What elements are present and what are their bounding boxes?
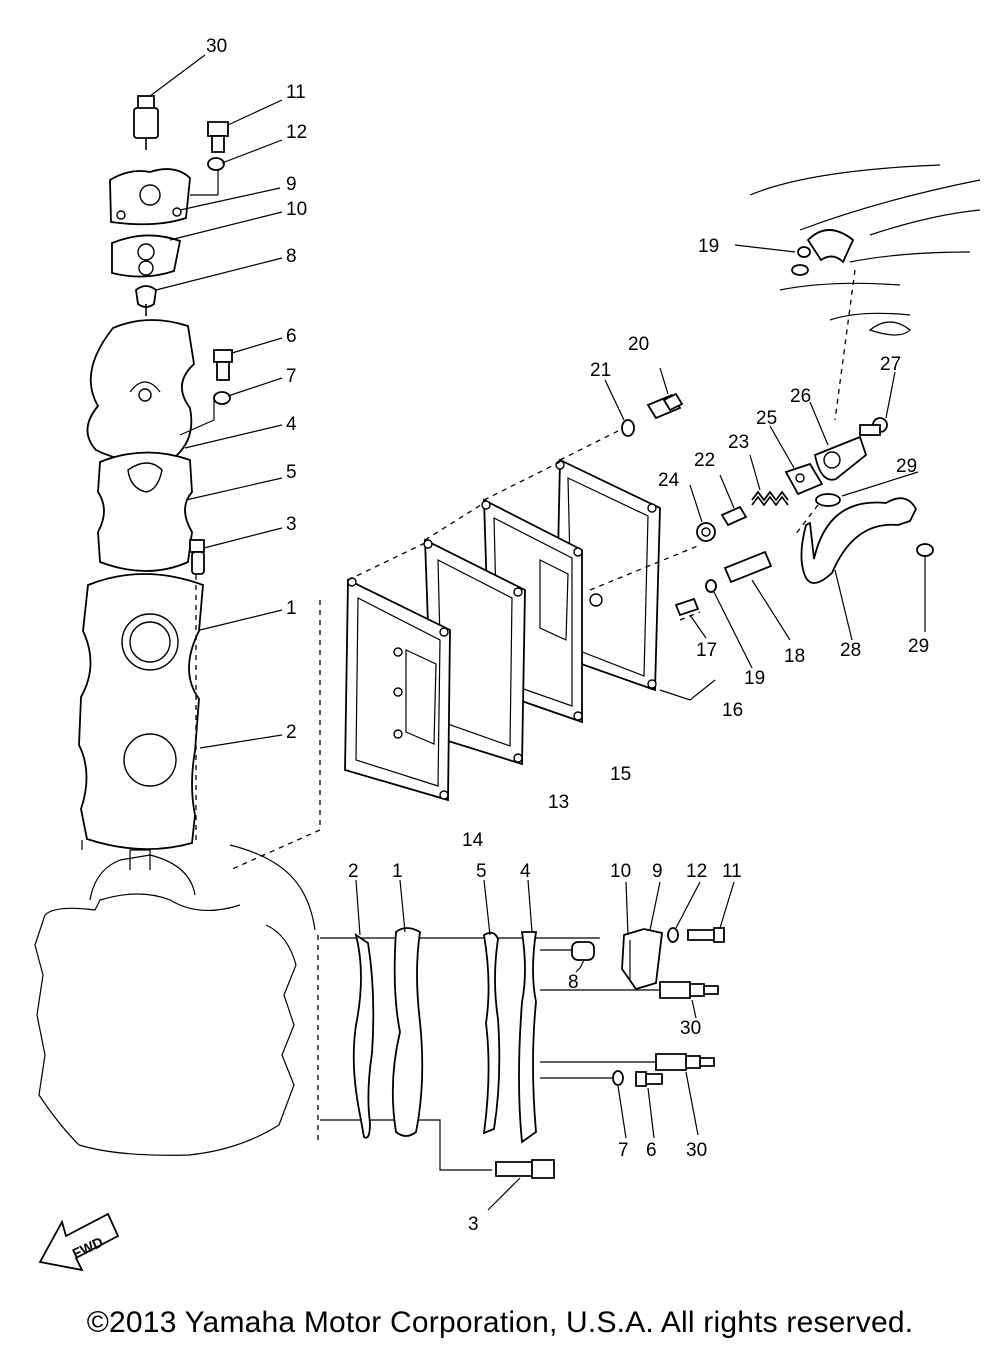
- callout-1-top: 1: [286, 598, 297, 619]
- pipe-18: [723, 550, 791, 641]
- valve-22: [719, 474, 748, 527]
- bolt-11-12-side: [667, 927, 725, 943]
- callout-14: 14: [462, 830, 484, 851]
- bolt-27: [859, 371, 896, 436]
- head-4-side: [518, 931, 538, 1144]
- gasket-10: [111, 211, 283, 278]
- callout-28: 28: [840, 640, 861, 661]
- callout-16: 16: [722, 700, 743, 721]
- callout-6-top: 6: [286, 326, 297, 347]
- callout-10-top: 10: [286, 199, 307, 220]
- callout-4-lower: 4: [520, 861, 531, 882]
- anode-8: [135, 257, 283, 316]
- washer-21: [604, 379, 635, 437]
- fwd-arrow-icon: FWD: [38, 1212, 120, 1272]
- callout-7-lower: 7: [618, 1140, 629, 1161]
- gasket-14: [344, 577, 451, 802]
- callout-20: 20: [628, 334, 649, 355]
- callout-11-top: 11: [286, 82, 306, 103]
- block-1-side: [391, 927, 424, 1137]
- callout-29-upper: 29: [896, 456, 917, 477]
- callout-4-top: 4: [286, 414, 297, 435]
- cover-9: [109, 168, 281, 226]
- callout-22: 22: [694, 450, 715, 471]
- callout-19-lower: 19: [744, 668, 765, 689]
- cylinder-block-1: [78, 573, 283, 851]
- seal-24: [689, 484, 716, 542]
- oring-19-lower: [705, 579, 753, 669]
- plug-30-side-a: [540, 981, 719, 999]
- callout-30-top: 30: [206, 36, 227, 57]
- callout-12-top: 12: [286, 122, 307, 143]
- callout-17: 17: [696, 640, 717, 661]
- callout-30-lower-b: 30: [686, 1140, 707, 1161]
- callout-8-top: 8: [286, 246, 297, 267]
- callout-26: 26: [790, 386, 811, 407]
- cylinder-head-4: [86, 319, 283, 462]
- washer-7-top: [179, 377, 283, 436]
- callout-12-lower: 12: [686, 861, 707, 882]
- callout-3-top: 3: [286, 514, 297, 535]
- spark-plug-top: [133, 54, 206, 150]
- callout-30-lower-a: 30: [680, 1018, 701, 1039]
- gasket-5-side: [482, 931, 501, 1135]
- callout-21: 21: [590, 360, 611, 381]
- lower-leader-lines: [355, 879, 735, 1139]
- callout-29-lower: 29: [908, 636, 929, 657]
- bolt-11-top: [207, 99, 283, 153]
- cover-9-10-side: [621, 928, 663, 991]
- callout-13: 13: [548, 792, 569, 813]
- clamp-29-lower: [916, 543, 934, 632]
- elbow-26: [809, 401, 868, 481]
- callout-5-top: 5: [286, 462, 297, 483]
- hose-19-top: [734, 229, 856, 421]
- callout-23: 23: [728, 432, 749, 453]
- callout-2-lower: 2: [348, 861, 359, 882]
- callout-10-lower: 10: [610, 861, 631, 882]
- thermo-3-top: [189, 527, 283, 575]
- callout-7-top: 7: [286, 366, 297, 387]
- bolt-6-top: [213, 337, 283, 381]
- bolt-20: [646, 367, 684, 420]
- callout-3-lower: 3: [468, 1214, 479, 1235]
- pin-17: [674, 597, 707, 639]
- callout-9-lower: 9: [652, 861, 663, 882]
- gasket-2-side: [352, 932, 375, 1139]
- callout-15: 15: [610, 764, 631, 785]
- anode-8-side: [540, 941, 595, 969]
- gasket-5: [97, 451, 283, 572]
- callout-5-lower: 5: [476, 861, 487, 882]
- hose-28: [800, 497, 918, 641]
- spring-23: [749, 454, 789, 507]
- callout-11-lower: 11: [722, 861, 742, 882]
- callout-1-lower: 1: [392, 861, 403, 882]
- callout-2-top: 2: [286, 722, 297, 743]
- callout-27: 27: [880, 354, 901, 375]
- engine-block-outline: [34, 840, 316, 1156]
- callout-6-lower: 6: [646, 1140, 657, 1161]
- callout-8-lower: 8: [568, 972, 579, 993]
- callout-labels: 30 11 12 9 10 8 6 7 4 5 3 1 2 19 20 21 2…: [206, 36, 929, 1235]
- callout-9-top: 9: [286, 174, 297, 195]
- callout-19-top: 19: [698, 236, 719, 257]
- gasket-25: [769, 425, 824, 496]
- hull-outline: [749, 164, 981, 336]
- exploded-parts-diagram: FWD 30 11 12 9 10 8 6 7 4 5 3 1 2 19 20 …: [34, 36, 981, 1272]
- thermo-3-side: [487, 1159, 555, 1211]
- callout-18: 18: [784, 646, 805, 667]
- plug-30-side-b: [540, 1053, 715, 1071]
- washer-12-top: [207, 139, 283, 171]
- copyright-notice: ©2013 Yamaha Motor Corporation, U.S.A. A…: [86, 1306, 914, 1339]
- clamp-29-upper: [794, 471, 919, 536]
- callout-24: 24: [658, 470, 680, 491]
- callout-25: 25: [756, 408, 777, 429]
- bolt-6-7-side: [540, 1070, 663, 1087]
